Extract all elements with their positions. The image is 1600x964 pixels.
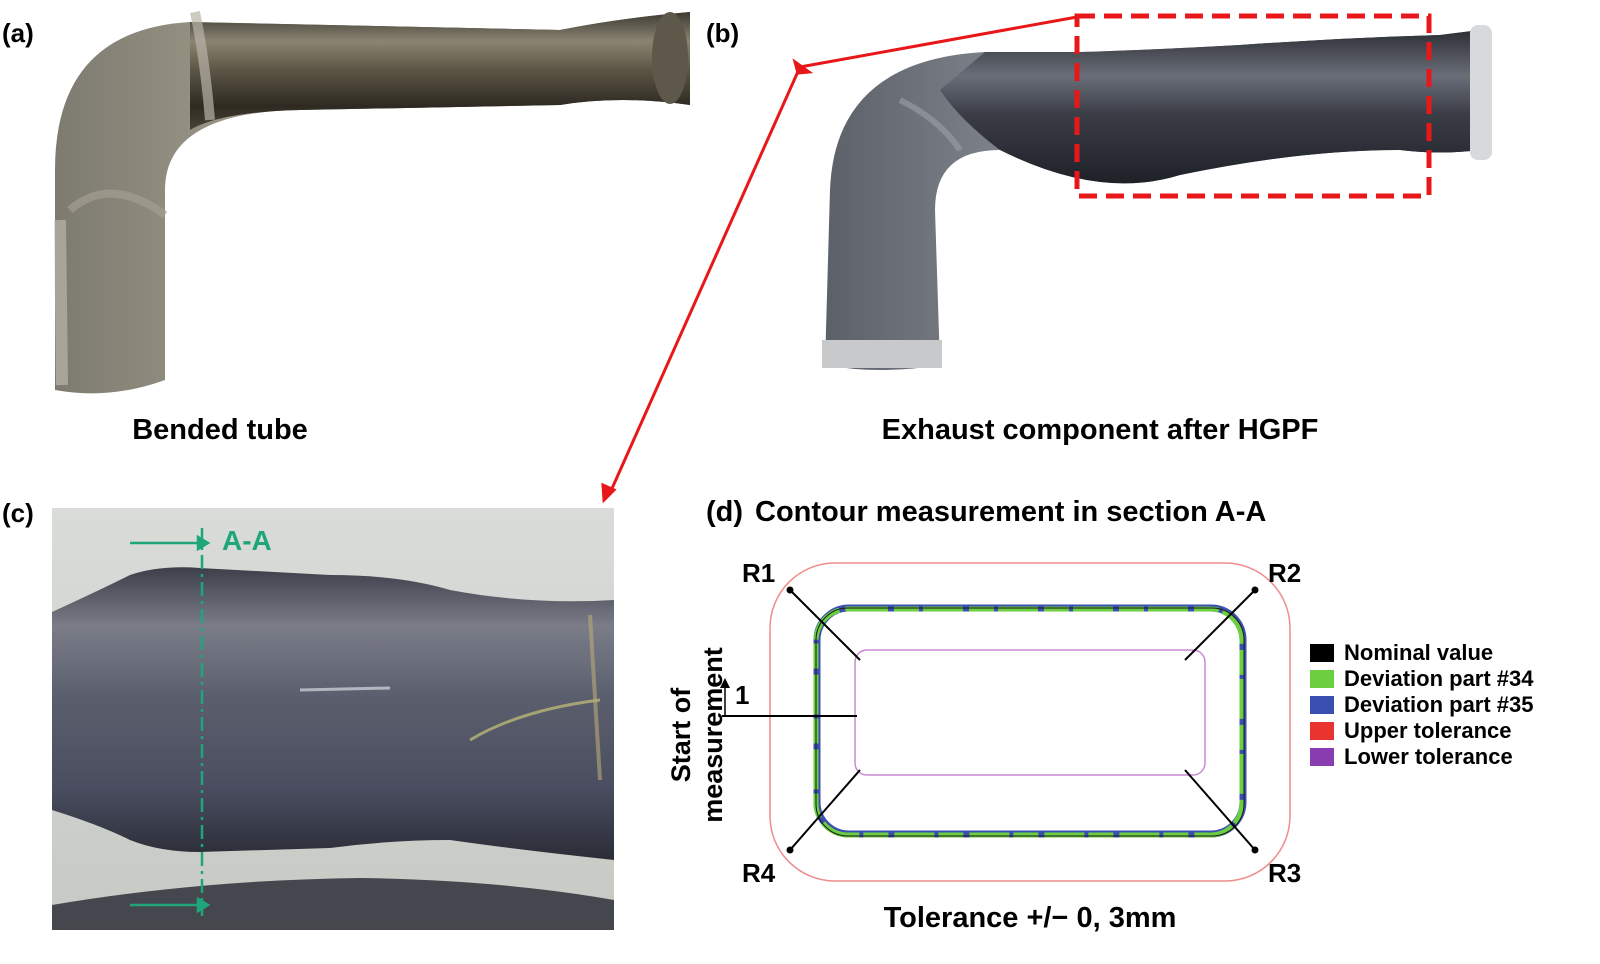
legend-item-nominal: Nominal value [1310,640,1534,666]
legend-swatch-nominal [1310,644,1334,662]
panel-d-label: (d) [706,496,744,528]
start-label-line2: measurement [698,647,728,823]
upper-tolerance-contour [769,562,1291,882]
legend-label-lower-tolerance: Lower tolerance [1344,744,1513,769]
panel-a-label: (a) [2,18,34,48]
corner-label-r2: R2 [1268,558,1302,588]
corner-label-r3: R3 [1268,858,1302,888]
legend-label-nominal: Nominal value [1344,640,1494,665]
legend-swatch-lower-tolerance [1310,748,1334,766]
tolerance-caption: Tolerance +/− 0, 3mm [883,902,1177,934]
section-line-a-a [130,528,211,916]
corner-label-r4: R4 [742,858,776,888]
legend-item-part34: Deviation part #34 [1310,666,1534,692]
panel-d-title: Contour measurement in section A-A [755,496,1267,528]
zoom-arrow [601,15,1078,504]
legend-swatch-part35 [1310,696,1334,714]
start-label-line1: Start of [666,687,696,783]
legend-item-upper-tolerance: Upper tolerance [1310,718,1534,744]
legend-label-part35: Deviation part #35 [1344,692,1534,717]
highlight-box [1074,13,1432,199]
legend-swatch-upper-tolerance [1310,722,1334,740]
panel-b-caption: Exhaust component after HGPF [881,414,1319,446]
legend-item-lower-tolerance: Lower tolerance [1310,744,1534,770]
nominal-contour [815,607,1245,837]
lower-tolerance-contour [854,649,1206,776]
deviation-part-34-contour [813,606,1245,838]
contour-diagram [720,562,1291,882]
deviation-part-35-contour [813,604,1247,838]
legend: Nominal value Deviation part #34 Deviati… [1310,640,1534,770]
closeup-photo [52,508,614,930]
corner-label-r1: R1 [742,558,776,588]
section-marker-label: A-A [222,525,272,556]
legend-swatch-part34 [1310,670,1334,688]
panel-b-label: (b) [706,18,740,48]
legend-label-part34: Deviation part #34 [1344,666,1534,691]
legend-item-part35: Deviation part #35 [1310,692,1534,718]
legend-label-upper-tolerance: Upper tolerance [1344,718,1512,743]
panel-c-label: (c) [2,498,34,528]
panel-a-caption: Bended tube [132,414,308,446]
bended-tube-photo [54,10,690,394]
start-marker-number: 1 [735,680,750,710]
start-of-measurement-label: Start of measurement [665,595,735,875]
